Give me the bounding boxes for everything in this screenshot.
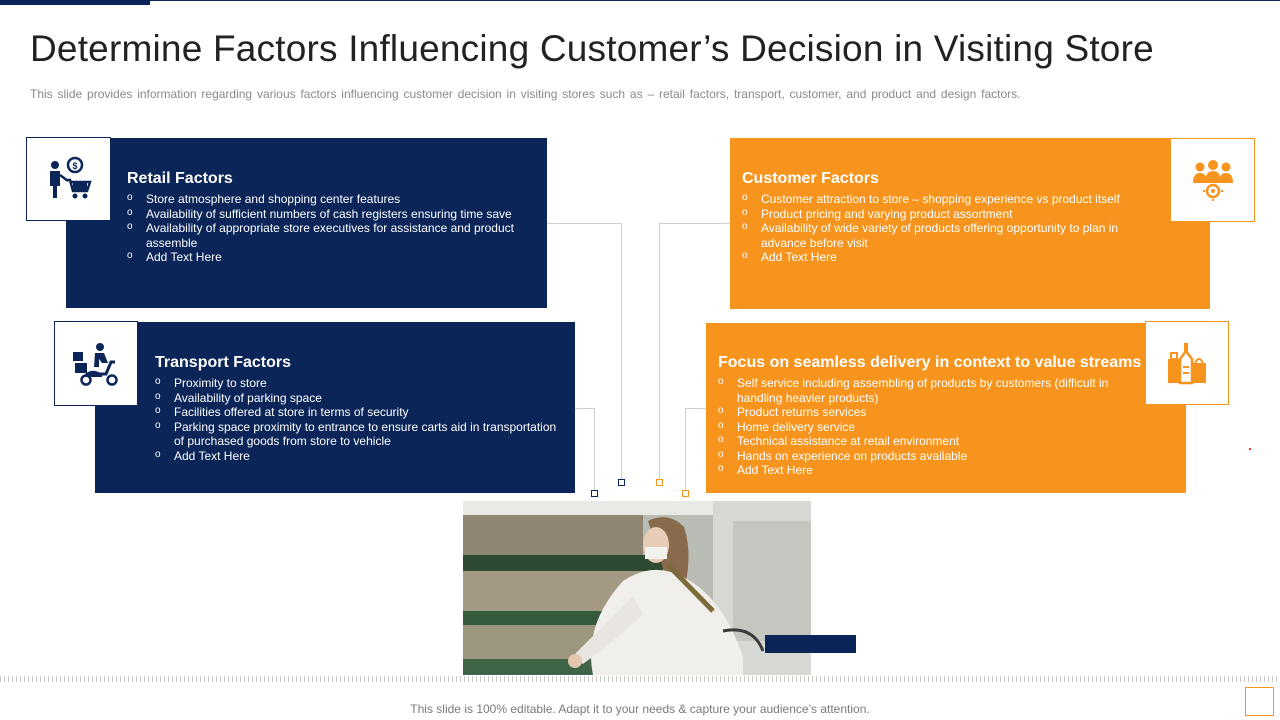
page-subtitle: This slide provides information regardin… xyxy=(30,87,1021,101)
list-item: Product returns services xyxy=(718,404,1113,420)
connector-node-customer xyxy=(656,479,663,486)
list-item: Add Text Here xyxy=(155,448,565,464)
connector-retail-v xyxy=(621,223,622,479)
footer-dotted-rule xyxy=(0,676,1280,682)
list-item: Availability of wide variety of products… xyxy=(742,220,1142,250)
shopper-photo xyxy=(463,501,811,675)
scooter-delivery-icon xyxy=(73,342,118,386)
connector-transport-v xyxy=(594,408,595,490)
list-item: Add Text Here xyxy=(742,249,1142,265)
delivery-icon-frame xyxy=(1145,321,1229,405)
transport-icon-frame xyxy=(54,321,138,406)
retail-factors-heading: Retail Factors xyxy=(127,170,233,187)
list-item: Add Text Here xyxy=(718,462,1113,478)
list-item: Add Text Here xyxy=(127,249,527,265)
customer-factors-list: Customer attraction to store – shopping … xyxy=(742,191,1142,265)
list-item: Product pricing and varying product asso… xyxy=(742,206,1142,222)
top-rule xyxy=(150,0,1280,1)
list-item: Home delivery service xyxy=(718,419,1113,435)
grocery-bags-icon xyxy=(1168,343,1206,385)
shopper-photo-illustration xyxy=(463,501,811,675)
corner-square xyxy=(1245,687,1274,716)
customer-icon-frame xyxy=(1170,138,1255,222)
retail-factors-list: Store atmosphere and shopping center fea… xyxy=(127,191,527,265)
photo-accent-bar xyxy=(765,635,856,653)
transport-factors-heading: Transport Factors xyxy=(155,354,292,371)
shopper-cart-icon: $ xyxy=(49,156,92,199)
list-item: Proximity to store xyxy=(155,375,565,391)
list-item: Hands on experience on products availabl… xyxy=(718,448,1113,464)
customer-factors-heading: Customer Factors xyxy=(742,170,879,187)
connector-retail-h xyxy=(547,223,622,224)
list-item: Availability of appropriate store execut… xyxy=(127,220,527,250)
connector-customer-v xyxy=(659,223,660,479)
list-item: Availability of sufficient numbers of ca… xyxy=(127,206,527,222)
customer-factors-card: Customer Factors Customer attraction to … xyxy=(730,138,1210,309)
list-item: Customer attraction to store – shopping … xyxy=(742,191,1142,207)
list-item: Availability of parking space xyxy=(155,390,565,406)
list-item: Facilities offered at store in terms of … xyxy=(155,404,565,420)
transport-factors-list: Proximity to store Availability of parki… xyxy=(155,375,565,464)
retail-factors-card: Retail Factors Store atmosphere and shop… xyxy=(66,138,547,308)
footer-note: This slide is 100% editable. Adapt it to… xyxy=(410,702,870,716)
delivery-factors-list: Self service including assembling of pro… xyxy=(718,375,1113,478)
delivery-factors-heading: Focus on seamless delivery in context to… xyxy=(718,354,1142,371)
retail-icon-frame: $ xyxy=(26,137,111,221)
page-title: Determine Factors Influencing Customer’s… xyxy=(30,28,1154,69)
customer-group-icon xyxy=(1192,160,1233,201)
connector-customer-h xyxy=(659,223,730,224)
decorative-dot xyxy=(1249,448,1251,450)
connector-transport-h xyxy=(575,408,595,409)
connector-node-transport xyxy=(591,490,598,497)
list-item: Technical assistance at retail environme… xyxy=(718,433,1113,449)
list-item: Store atmosphere and shopping center fea… xyxy=(127,191,527,207)
connector-delivery-h xyxy=(685,408,706,409)
top-accent-bar xyxy=(0,0,150,5)
delivery-factors-card: Focus on seamless delivery in context to… xyxy=(706,323,1186,493)
connector-node-delivery xyxy=(682,490,689,497)
connector-delivery-v xyxy=(685,408,686,490)
list-item: Parking space proximity to entrance to e… xyxy=(155,419,565,449)
transport-factors-card: Transport Factors Proximity to store Ava… xyxy=(95,322,575,493)
connector-node-retail xyxy=(618,479,625,486)
svg-text:$: $ xyxy=(72,161,77,171)
list-item: Self service including assembling of pro… xyxy=(718,375,1113,405)
